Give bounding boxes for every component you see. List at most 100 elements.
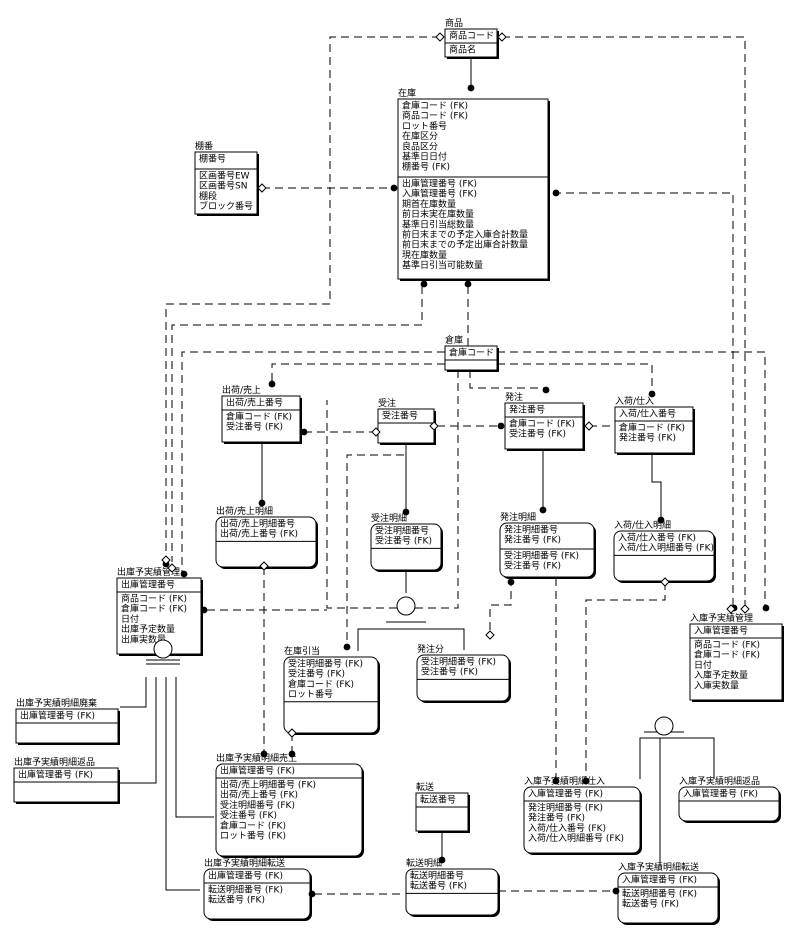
key-attribute: 出荷/売上番号 xyxy=(226,397,283,409)
key-attribute: 出庫管理番号 (FK) xyxy=(20,710,95,722)
key-attribute: 倉庫コード xyxy=(449,347,494,359)
many-cardinality-dot xyxy=(464,280,472,288)
entity-box xyxy=(678,786,780,822)
key-attribute: 入荷/仕入明細番号 (FK) xyxy=(618,542,714,554)
entity-box xyxy=(504,402,584,450)
attribute: 倉庫コード (FK) xyxy=(619,422,685,434)
optional-diamond xyxy=(740,604,750,614)
key-attribute: 出庫管理番号 (FK) xyxy=(208,870,283,882)
key-attribute: 受注明細番号 xyxy=(375,525,429,537)
key-attribute: 受注番号 (FK) xyxy=(375,535,432,547)
entity-box xyxy=(15,708,119,744)
category-discriminator xyxy=(153,639,173,659)
many-cardinality-dot xyxy=(438,856,446,864)
attribute: 倉庫コード (FK) xyxy=(121,603,187,615)
entity-box xyxy=(499,522,595,578)
entity-title: 商品 xyxy=(445,17,463,29)
key-attribute: 転送番号 (FK) xyxy=(410,880,467,892)
key-attribute: 入庫管理番号 xyxy=(694,625,748,637)
entity-title: 発注 xyxy=(505,391,523,403)
key-attribute: 入庫管理番号 (FK) xyxy=(528,788,603,800)
category-discriminator xyxy=(654,716,674,736)
optional-diamond xyxy=(371,427,381,437)
attribute: 受注番号 (FK) xyxy=(509,428,566,440)
entity-title: 転送 xyxy=(416,781,434,793)
entity-title: 入荷/仕入 xyxy=(615,395,654,407)
attribute: 出荷/売上明細番号 (FK) xyxy=(220,779,316,791)
attribute: 発注明細番号 (FK) xyxy=(528,802,603,814)
many-cardinality-dot xyxy=(200,606,208,614)
key-attribute: 受注番号 (FK) xyxy=(421,666,478,678)
key-attribute: 出荷/売上番号 (FK) xyxy=(220,528,298,540)
attribute: 倉庫コード (FK) xyxy=(226,411,292,423)
entity-box xyxy=(370,523,442,571)
attribute: 入荷/仕入明細番号 (FK) xyxy=(528,832,624,844)
key-attribute: 受注明細番号 (FK) xyxy=(288,658,363,670)
relationship-line xyxy=(553,192,734,606)
entity-box xyxy=(523,786,641,854)
attribute: 商品コード (FK) xyxy=(694,639,760,651)
relationship-line xyxy=(120,677,147,708)
optional-diamond xyxy=(660,577,670,587)
relationship-line xyxy=(175,677,214,818)
attribute: 現在庫数量 xyxy=(402,249,447,261)
entity-title: 出庫予実績管理 xyxy=(117,566,180,578)
entity-box xyxy=(415,792,469,832)
key-attribute: ロット番号 xyxy=(288,688,333,700)
relationship-line xyxy=(497,351,766,606)
many-cardinality-dot xyxy=(467,84,475,92)
entity-title: 在庫引当 xyxy=(284,645,320,657)
optional-diamond xyxy=(497,32,507,42)
attribute: 棚段 xyxy=(199,190,217,202)
optional-diamond xyxy=(485,630,495,640)
many-cardinality-dot xyxy=(288,750,296,758)
key-attribute: 倉庫コード (FK) xyxy=(288,678,354,690)
entity-box xyxy=(377,408,435,444)
many-cardinality-dot xyxy=(260,750,268,758)
entity-title: 在庫 xyxy=(398,87,416,99)
attribute: 区画番号EW xyxy=(199,170,250,182)
many-cardinality-dot xyxy=(402,508,410,516)
key-attribute: 受注番号 xyxy=(382,410,418,422)
attribute: 受注明細番号 (FK) xyxy=(504,550,579,562)
attribute: 入荷/仕入番号 (FK) xyxy=(528,822,606,834)
attribute: 受注番号 (FK) xyxy=(504,560,561,572)
attribute: 出荷/売上番号 (FK) xyxy=(220,789,298,801)
entity-title: 出庫予実績明細廃棄 xyxy=(16,697,97,709)
attribute: 受注明細番号 (FK) xyxy=(220,799,295,811)
many-cardinality-dot xyxy=(552,189,560,197)
many-cardinality-dot xyxy=(343,643,351,651)
key-attribute: 出庫管理番号 (FK) xyxy=(18,769,93,781)
relationship-lines xyxy=(120,36,766,895)
attribute: ブロック番号 xyxy=(199,200,253,212)
relationship-line xyxy=(639,737,670,779)
relationship-line xyxy=(489,578,512,631)
attribute: 転送明細番号 (FK) xyxy=(622,888,697,900)
key-attribute: 入荷/仕入番号 (FK) xyxy=(618,532,696,544)
optional-diamond xyxy=(435,32,445,42)
many-cardinality-dot xyxy=(308,890,316,898)
optional-diamond xyxy=(167,563,177,573)
entity-box xyxy=(215,763,363,857)
attribute: 出庫実数量 xyxy=(121,633,166,645)
key-attribute: 商品コード (FK) xyxy=(402,110,468,122)
key-attribute: 出庫管理番号 xyxy=(121,579,175,591)
relationship-line xyxy=(165,303,330,562)
relationship-line xyxy=(497,363,653,392)
key-attribute: 出庫管理番号 (FK) xyxy=(220,765,295,777)
entity-title: 出庫予実績明細売上 xyxy=(216,752,297,764)
attribute: 日付 xyxy=(694,660,712,671)
entity-box xyxy=(405,868,499,916)
relationship-line xyxy=(171,286,423,562)
entity-title: 入庫予実績明細仕入 xyxy=(524,775,605,787)
relationship-markers xyxy=(153,32,770,898)
